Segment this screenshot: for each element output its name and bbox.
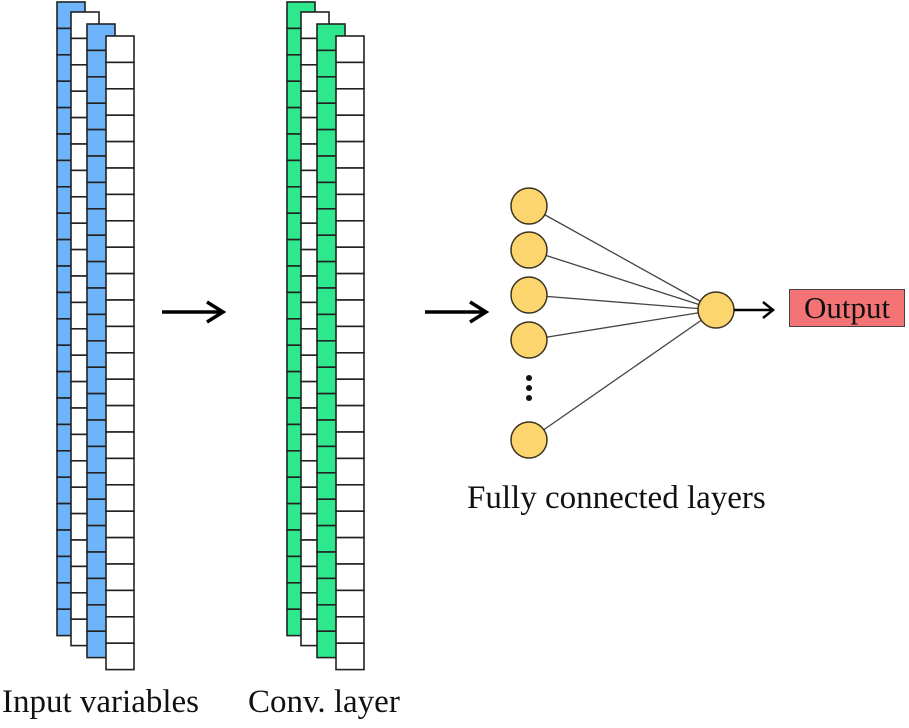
input-cell — [105, 563, 135, 592]
input-cell — [105, 404, 135, 433]
fc-edge — [528, 309, 717, 441]
conv-cell — [335, 35, 365, 64]
input-cell — [105, 220, 135, 249]
ellipsis-dots — [526, 375, 532, 401]
conv-cell — [335, 483, 365, 512]
fc-input-node — [510, 276, 548, 314]
conv-cell — [335, 193, 365, 222]
conv-cell — [335, 220, 365, 249]
conv-cell — [335, 351, 365, 380]
input-cell — [105, 140, 135, 169]
input-variables-label: Input variables — [2, 684, 200, 720]
conv-cell — [335, 114, 365, 143]
input-cell — [105, 325, 135, 354]
input-cell — [105, 615, 135, 644]
fc-edge — [528, 309, 717, 341]
input-cell — [105, 246, 135, 275]
arrow-fc-to-output — [734, 301, 776, 319]
conv-layer-label: Conv. layer — [248, 684, 400, 720]
input-cell — [105, 510, 135, 539]
input-strip-4 — [105, 35, 135, 671]
conv-cell — [335, 563, 365, 592]
conv-cell — [335, 167, 365, 196]
conv-layer-block — [286, 1, 365, 671]
input-cell — [105, 351, 135, 380]
output-box: Output — [789, 289, 905, 327]
input-cell — [105, 431, 135, 460]
input-cell — [105, 193, 135, 222]
input-cell — [105, 642, 135, 671]
conv-cell — [335, 61, 365, 90]
fc-input-node — [510, 321, 548, 359]
fc-input-node — [510, 231, 548, 269]
fully-connected-label: Fully connected layers — [467, 480, 766, 516]
fc-edge — [528, 205, 717, 311]
fc-input-node — [510, 187, 548, 225]
conv-cell — [335, 378, 365, 407]
conv-cell — [335, 299, 365, 328]
input-cell — [105, 589, 135, 618]
input-cell — [105, 272, 135, 301]
conv-cell — [335, 457, 365, 486]
fc-edge — [528, 249, 717, 311]
conv-cell — [335, 325, 365, 354]
input-cell — [105, 299, 135, 328]
conv-cell — [335, 510, 365, 539]
fc-input-nodes — [510, 187, 548, 459]
arrow-conv-to-fc — [425, 300, 490, 324]
conv-cell — [335, 246, 365, 275]
input-variables-block — [56, 1, 135, 671]
conv-cell — [335, 404, 365, 433]
conv-cell — [335, 272, 365, 301]
input-cell — [105, 457, 135, 486]
fc-edge — [528, 294, 717, 311]
conv-cell — [335, 589, 365, 618]
conv-cell — [335, 431, 365, 460]
fc-connections — [528, 205, 717, 441]
conv-cell — [335, 615, 365, 644]
input-cell — [105, 114, 135, 143]
input-cell — [105, 35, 135, 64]
input-cell — [105, 167, 135, 196]
conv-strip-4 — [335, 35, 365, 671]
input-cell — [105, 483, 135, 512]
conv-cell — [335, 140, 365, 169]
conv-cell — [335, 536, 365, 565]
output-node — [697, 291, 735, 329]
conv-cell — [335, 642, 365, 671]
arrow-input-to-conv — [162, 300, 227, 324]
conv-cell — [335, 88, 365, 117]
input-cell — [105, 88, 135, 117]
input-cell — [105, 536, 135, 565]
input-cell — [105, 378, 135, 407]
input-cell — [105, 61, 135, 90]
fc-input-node — [510, 421, 548, 459]
